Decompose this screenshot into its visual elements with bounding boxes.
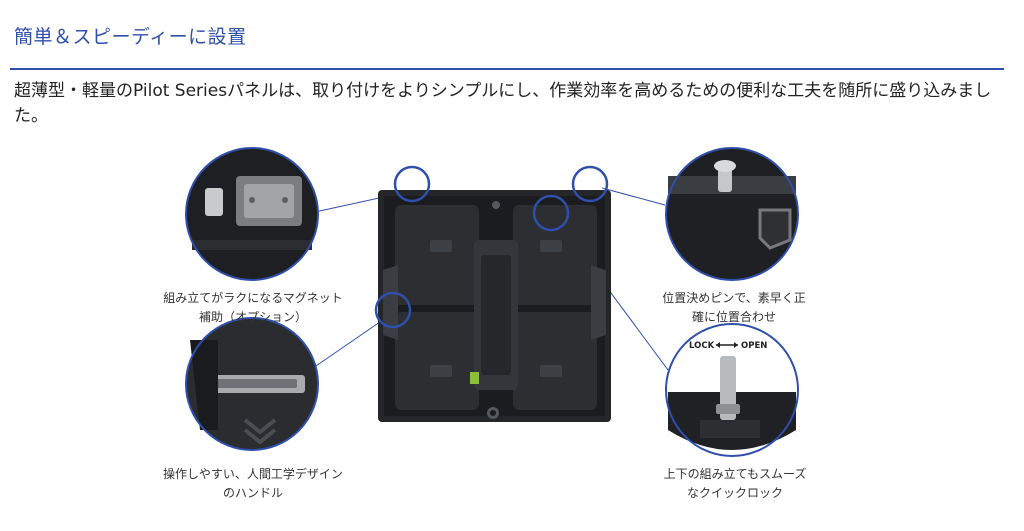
lock-open-arrow-icon [716, 342, 738, 348]
feature-caption-handle: 操作しやすい、人間工学デザインのハンドル [163, 467, 343, 500]
intro-text: 超薄型・軽量のPilot Seriesパネルは、取り付けをよりシンプルにし、作業… [14, 81, 992, 126]
led-panel-back [378, 190, 611, 422]
open-label: OPEN [741, 341, 767, 351]
detail-locating-pin [665, 147, 799, 281]
feature-caption-magnet: 組み立てがラクになるマグネット補助（オプション） [163, 291, 343, 324]
section-heading: 簡単＆スピーディーに設置 [14, 26, 247, 48]
detail-handle [185, 317, 319, 451]
feature-caption-quick-lock: 上下の組み立てもスムーズなクイックロック [663, 467, 807, 500]
lock-label: LOCK [689, 341, 715, 351]
heading-divider [10, 68, 1004, 70]
detail-magnet [185, 147, 319, 281]
feature-caption-locating-pin: 位置決めピンで、素早く正確に位置合わせ [662, 291, 806, 324]
detail-quick-lock: LOCK OPEN [665, 323, 799, 457]
highlight-circles [374, 165, 609, 329]
